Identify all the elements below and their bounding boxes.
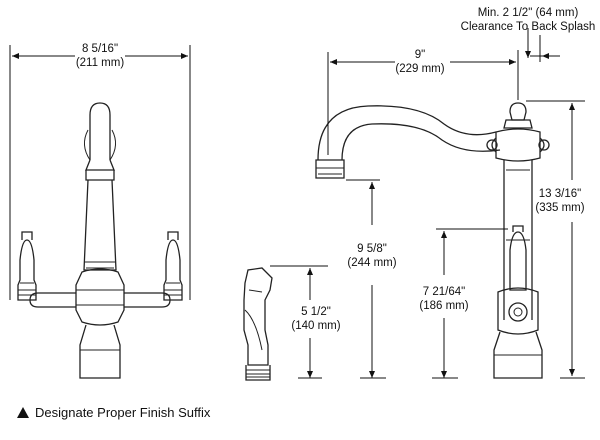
spray-height-dimension: 5 1/2" (140 mm) xyxy=(270,265,341,378)
spray-height-imperial: 5 1/2" xyxy=(301,306,331,318)
back-splash-line2: Clearance To Back Splash xyxy=(461,21,596,33)
back-splash-line1: Min. 2 1/2" (64 mm) xyxy=(478,7,579,19)
overall-height-metric: (335 mm) xyxy=(535,202,584,214)
footnote-text: Designate Proper Finish Suffix xyxy=(35,405,211,420)
front-width-imperial: 8 5/16" xyxy=(82,43,118,55)
faucet-front-view xyxy=(17,102,183,379)
handle-height-imperial: 7 21/64" xyxy=(423,286,465,298)
spout-reach-dimension: 9" (229 mm) xyxy=(327,49,519,155)
front-width-metric: (211 mm) xyxy=(76,57,125,69)
overall-height-imperial: 13 3/16" xyxy=(539,188,581,200)
back-splash-dimension: Min. 2 1/2" (64 mm) Clearance To Back Sp… xyxy=(461,7,596,62)
triangle-icon xyxy=(17,407,29,418)
spout-height-dimension: 9 5/8" (244 mm) xyxy=(346,179,397,378)
side-spray xyxy=(243,267,273,381)
overall-height-dimension: 13 3/16" (335 mm) xyxy=(526,100,585,379)
spout-reach-metric: (229 mm) xyxy=(395,63,444,75)
spout-height-imperial: 9 5/8" xyxy=(357,243,387,255)
spray-height-metric: (140 mm) xyxy=(291,320,340,332)
finish-suffix-footnote: Designate Proper Finish Suffix xyxy=(17,405,210,420)
front-width-dimension: 8 5/16" (211 mm) xyxy=(9,43,191,300)
spout-reach-imperial: 9" xyxy=(415,49,425,61)
spout-height-metric: (244 mm) xyxy=(347,257,396,269)
faucet-side-view xyxy=(315,102,550,379)
handle-height-metric: (186 mm) xyxy=(419,300,468,312)
handle-height-dimension: 7 21/64" (186 mm) xyxy=(419,228,508,378)
